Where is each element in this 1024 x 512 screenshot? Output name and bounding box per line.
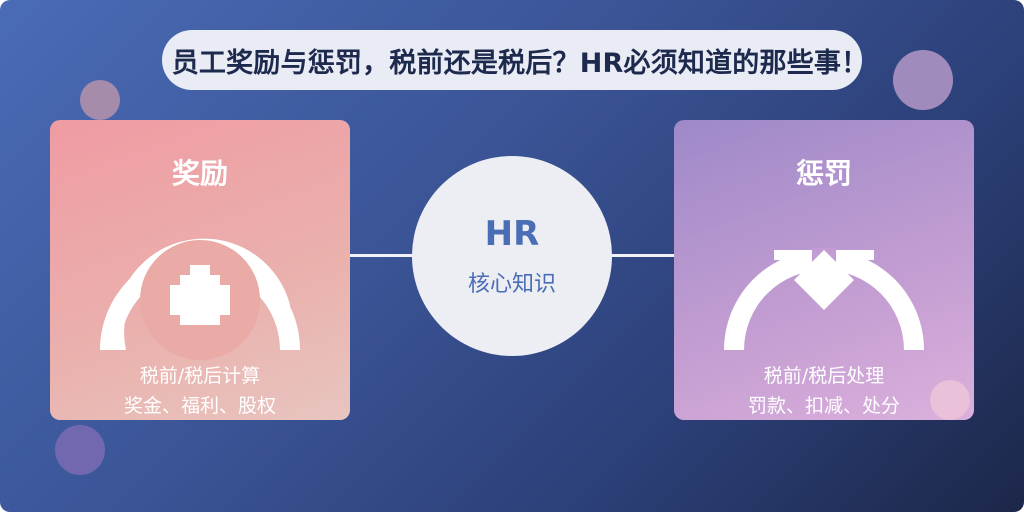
reward-card: 奖励 税前/税后计算 奖金、福利、股权 xyxy=(50,120,350,420)
page-title: 员工奖励与惩罚，税前还是税后？HR必须知道的那些事！ xyxy=(171,48,869,79)
hub-subtitle: 核心知识 xyxy=(467,272,556,297)
decorative-bubble xyxy=(80,80,120,120)
reward-line-types: 奖金、福利、股权 xyxy=(123,395,276,417)
reward-card-title: 奖励 xyxy=(171,157,228,190)
money-bag-icon xyxy=(100,238,300,360)
decorative-bubble xyxy=(55,425,105,475)
decorative-bubble xyxy=(930,380,970,420)
connector-line xyxy=(350,254,414,257)
title-banner xyxy=(162,30,862,90)
reward-line-tax: 税前/税后计算 xyxy=(139,365,261,387)
connector-line xyxy=(610,254,674,257)
decorative-bubble xyxy=(893,50,953,110)
hr-hub-circle: HR 核心知识 xyxy=(412,156,612,356)
gavel-icon xyxy=(724,248,924,350)
penalty-card-title: 惩罚 xyxy=(795,157,852,190)
penalty-card: 惩罚 税前/税后处理 罚款、扣减、处分 xyxy=(674,120,974,420)
penalty-line-tax: 税前/税后处理 xyxy=(763,365,885,387)
hub-title: HR xyxy=(484,214,540,254)
penalty-line-types: 罚款、扣减、处分 xyxy=(747,395,900,417)
